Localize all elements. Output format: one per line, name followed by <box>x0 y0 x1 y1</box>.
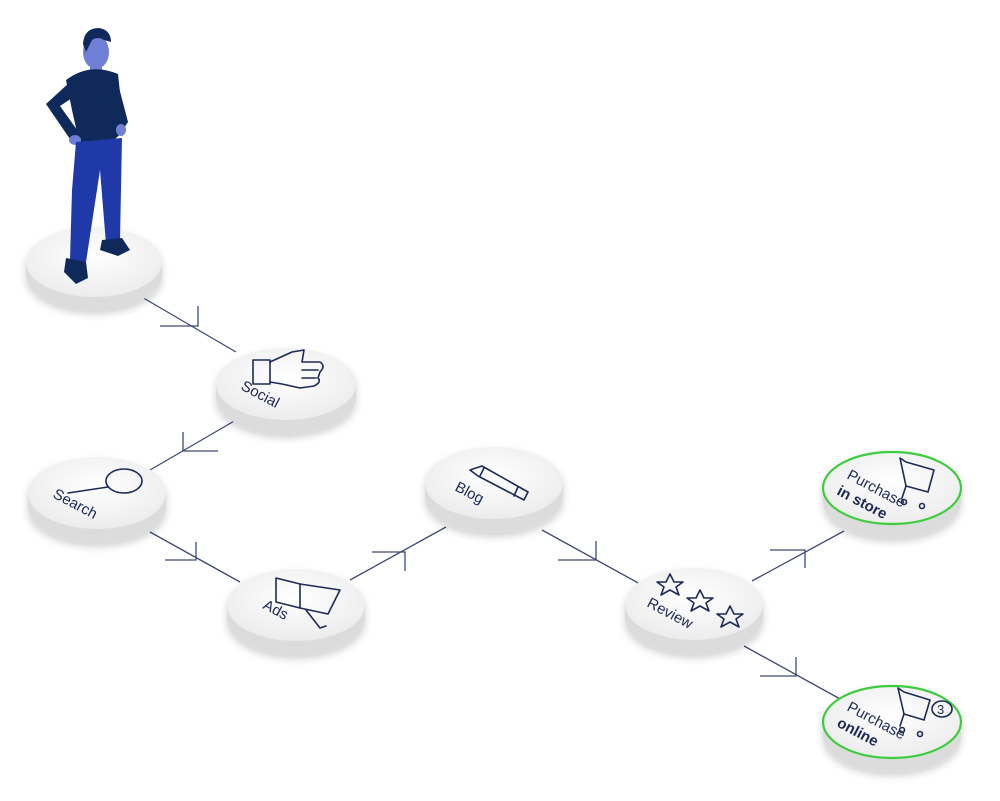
arrow-chevron <box>165 542 197 561</box>
node-purchase-online[interactable] <box>821 684 963 772</box>
connector-start-social <box>139 295 237 353</box>
arrow-chevron <box>558 541 597 561</box>
connector-review-online <box>743 645 843 701</box>
node-blog[interactable] <box>425 447 563 533</box>
arrow-chevron <box>770 549 806 568</box>
person-figure <box>46 28 130 284</box>
cart-badge-count: 3 <box>937 702 944 717</box>
arrow-chevron <box>160 306 199 327</box>
megaphone-icon <box>275 577 341 629</box>
node-ads[interactable] <box>227 569 365 655</box>
cart-badge-icon <box>897 687 953 738</box>
node-review[interactable] <box>625 568 763 654</box>
thumbs-up-icon <box>252 349 324 389</box>
arrow-chevron <box>372 551 406 571</box>
magnifier-icon <box>67 468 143 494</box>
pencil-icon <box>469 465 529 501</box>
arrow-chevron <box>182 432 218 452</box>
connectors <box>139 295 845 701</box>
connector-review-store <box>751 530 845 582</box>
connector-ads-blog <box>349 526 447 581</box>
stars-icon <box>656 573 744 628</box>
connector-social-search <box>149 419 237 471</box>
node-search[interactable] <box>28 457 166 543</box>
cart-icon <box>899 457 935 510</box>
start-node <box>26 227 162 310</box>
connector-search-ads <box>149 531 241 583</box>
connector-blog-review <box>541 529 641 585</box>
node-social[interactable] <box>216 348 356 434</box>
arrow-chevron <box>760 657 797 677</box>
